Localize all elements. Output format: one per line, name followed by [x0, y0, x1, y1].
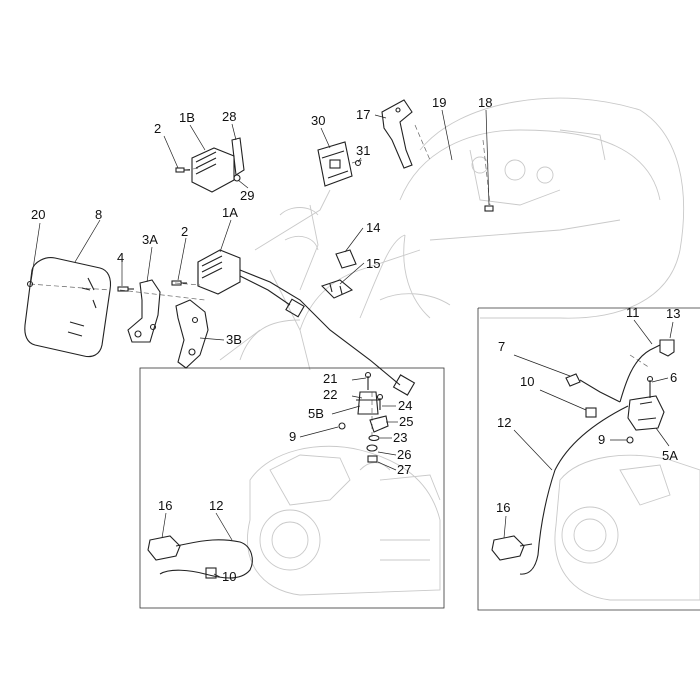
label-8: 8 [95, 207, 102, 222]
label-14: 14 [366, 220, 380, 235]
part-10-fitting-left [205, 567, 217, 579]
label-15: 15 [366, 256, 380, 271]
part-13-elbow [659, 339, 675, 357]
part-27-nut [367, 455, 378, 463]
part-7-sensor [565, 373, 621, 403]
part-24-bolt [376, 393, 384, 410]
label-25: 25 [399, 414, 413, 429]
label-26: 26 [397, 447, 411, 462]
label-2-upper: 2 [154, 121, 161, 136]
scooter-frame-ghost [219, 97, 685, 371]
part-3a-bracket [127, 279, 161, 343]
part-8-panel [24, 257, 112, 358]
part-17-bracket [381, 99, 413, 169]
part-18-screw [484, 205, 494, 212]
part-10-fitting-right [585, 407, 597, 418]
part-2-screw-lower [171, 280, 187, 286]
part-15-holder [320, 279, 354, 299]
label-23: 23 [393, 430, 407, 445]
part-9-clip-left [338, 422, 346, 430]
label-22: 22 [323, 387, 337, 402]
part-12-hose-right [519, 405, 629, 575]
label-18: 18 [478, 95, 492, 110]
label-1b: 1B [179, 110, 195, 125]
label-3a: 3A [142, 232, 158, 247]
label-2-lower: 2 [181, 224, 188, 239]
part-5a-sensor [627, 395, 665, 431]
label-21: 21 [323, 371, 337, 386]
part-30-ecu [317, 141, 353, 187]
label-17: 17 [356, 107, 370, 122]
part-25-bracket [369, 415, 389, 433]
label-16-left: 16 [158, 498, 172, 513]
inset-frame-left [139, 367, 445, 609]
label-28: 28 [222, 109, 236, 124]
label-20: 20 [31, 207, 45, 222]
part-23-washer [368, 434, 380, 442]
part-12-hose-left [159, 539, 253, 579]
label-9-right: 9 [598, 432, 605, 447]
part-26-oring [366, 444, 378, 452]
label-30: 30 [311, 113, 325, 128]
engine-ghost-left [247, 445, 441, 596]
label-11: 11 [626, 305, 640, 320]
part-16-sensor-left [147, 535, 187, 561]
label-31: 31 [356, 143, 370, 158]
label-3b: 3B [226, 332, 242, 347]
part-9-clip-right [626, 436, 634, 444]
part-29-clip [233, 174, 241, 182]
label-16-right: 16 [496, 500, 510, 515]
label-5a: 5A [662, 448, 678, 463]
assembly-dash-lines [29, 124, 651, 440]
label-27: 27 [397, 462, 411, 477]
part-16-sensor-right [491, 535, 533, 561]
label-4: 4 [117, 250, 124, 265]
part-3b-bracket [175, 299, 209, 369]
label-10-left: 10 [222, 569, 236, 584]
label-13: 13 [666, 306, 680, 321]
part-4-screw [117, 286, 134, 292]
part-1a-regulator [197, 249, 416, 396]
part-21-bolt [364, 371, 372, 390]
part-14-relay [335, 249, 357, 269]
label-9-left: 9 [289, 429, 296, 444]
label-10-right: 10 [520, 374, 534, 389]
label-6: 6 [670, 370, 677, 385]
label-12-left: 12 [209, 498, 223, 513]
label-19: 19 [432, 95, 446, 110]
label-24: 24 [398, 398, 412, 413]
part-11-hose [619, 344, 661, 403]
inset-frame-right [477, 308, 700, 611]
part-1b-regulator [191, 147, 235, 193]
part-6-bolt [646, 375, 654, 398]
label-7: 7 [498, 339, 505, 354]
part-20-screw [26, 280, 34, 288]
leader-lines [30, 109, 674, 578]
label-1a: 1A [222, 205, 238, 220]
label-5b: 5B [308, 406, 324, 421]
part-28-bracket [231, 137, 245, 176]
part-5b-sensor [356, 391, 380, 415]
part-31-screw [354, 159, 362, 167]
part-2-screw-upper [175, 167, 190, 173]
engine-ghost-right [554, 454, 700, 601]
label-29: 29 [240, 188, 254, 203]
label-12-right: 12 [497, 415, 511, 430]
